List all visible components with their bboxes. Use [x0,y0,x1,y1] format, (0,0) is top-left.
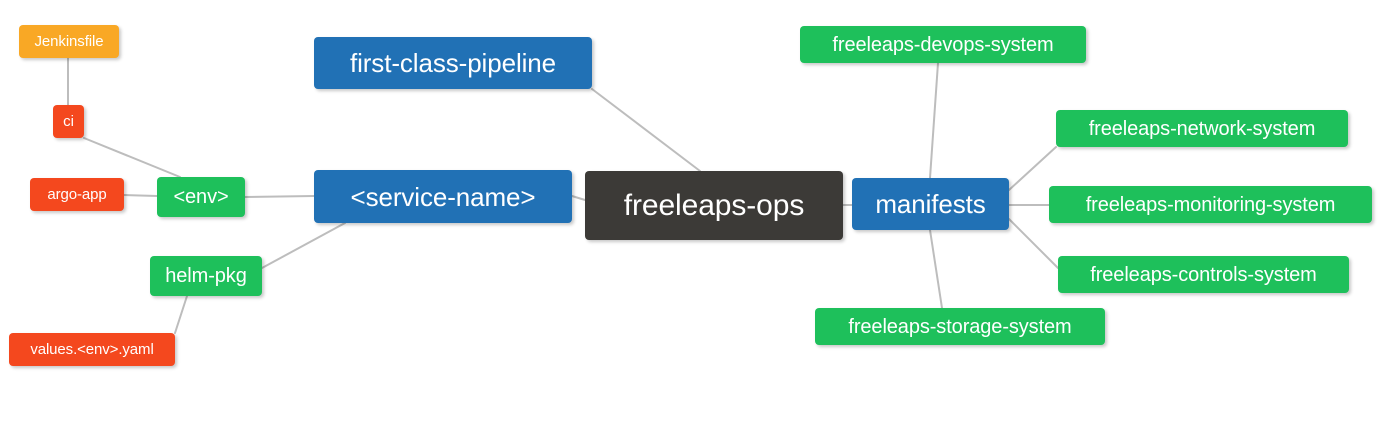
mindmap-node-label: freeleaps-controls-system [1090,263,1317,286]
mindmap-node-freeleaps-network-system[interactable]: freeleaps-network-system [1056,110,1348,147]
edge-manifests-to-freeleaps-storage-system [929,229,943,309]
mindmap-node-freeleaps-ops[interactable]: freeleaps-ops [585,171,843,240]
edge-service-name-to-helm-pkg [261,222,346,269]
mindmap-node-label: argo-app [47,186,107,203]
mindmap-node-freeleaps-devops-system[interactable]: freeleaps-devops-system [800,26,1086,63]
mindmap-node-jenkinsfile[interactable]: Jenkinsfile [19,25,119,58]
edge-manifests-to-freeleaps-controls-system [1008,218,1059,269]
mindmap-node-label: Jenkinsfile [34,33,104,50]
edge-manifests-to-freeleaps-devops-system [929,62,939,179]
mindmap-node-service-name[interactable]: <service-name> [314,170,572,223]
edge-freeleaps-ops-to-service-name [571,195,586,201]
mindmap-node-label: values.<env>.yaml [30,341,154,358]
mindmap-node-label: first-class-pipeline [349,48,557,78]
mindmap-node-label: freeleaps-storage-system [848,315,1072,338]
edge-manifests-to-freeleaps-network-system [1008,146,1057,191]
edge-service-name-to-env [244,195,315,198]
mindmap-node-label: ci [63,113,74,130]
mindmap-node-freeleaps-controls-system[interactable]: freeleaps-controls-system [1058,256,1349,293]
mindmap-node-label: freeleaps-monitoring-system [1085,193,1336,216]
mindmap-node-values-env-yaml[interactable]: values.<env>.yaml [9,333,175,366]
mindmap-node-label: helm-pkg [165,265,247,287]
mindmap-node-freeleaps-monitoring-system[interactable]: freeleaps-monitoring-system [1049,186,1372,223]
mindmap-node-first-class-pipeline[interactable]: first-class-pipeline [314,37,592,89]
mindmap-node-helm-pkg[interactable]: helm-pkg [150,256,262,296]
mindmap-node-label: freeleaps-devops-system [832,33,1054,56]
mindmap-node-label: freeleaps-ops [623,188,805,222]
mindmap-node-label: manifests [875,189,986,219]
mindmap-node-label: <env> [173,186,229,208]
mindmap-node-ci[interactable]: ci [53,105,84,138]
mindmap-node-label: freeleaps-network-system [1088,117,1316,140]
edge-env-to-ci [83,137,181,178]
mindmap-node-label: <service-name> [350,181,536,212]
edge-helm-pkg-to-values-env-yaml [174,295,188,334]
edge-env-to-argo-app [123,194,158,197]
mindmap-node-argo-app[interactable]: argo-app [30,178,124,211]
mindmap-node-manifests[interactable]: manifests [852,178,1009,230]
mindmap-node-freeleaps-storage-system[interactable]: freeleaps-storage-system [815,308,1105,345]
edge-freeleaps-ops-to-first-class-pipeline [591,88,701,172]
mindmap-node-env[interactable]: <env> [157,177,245,217]
